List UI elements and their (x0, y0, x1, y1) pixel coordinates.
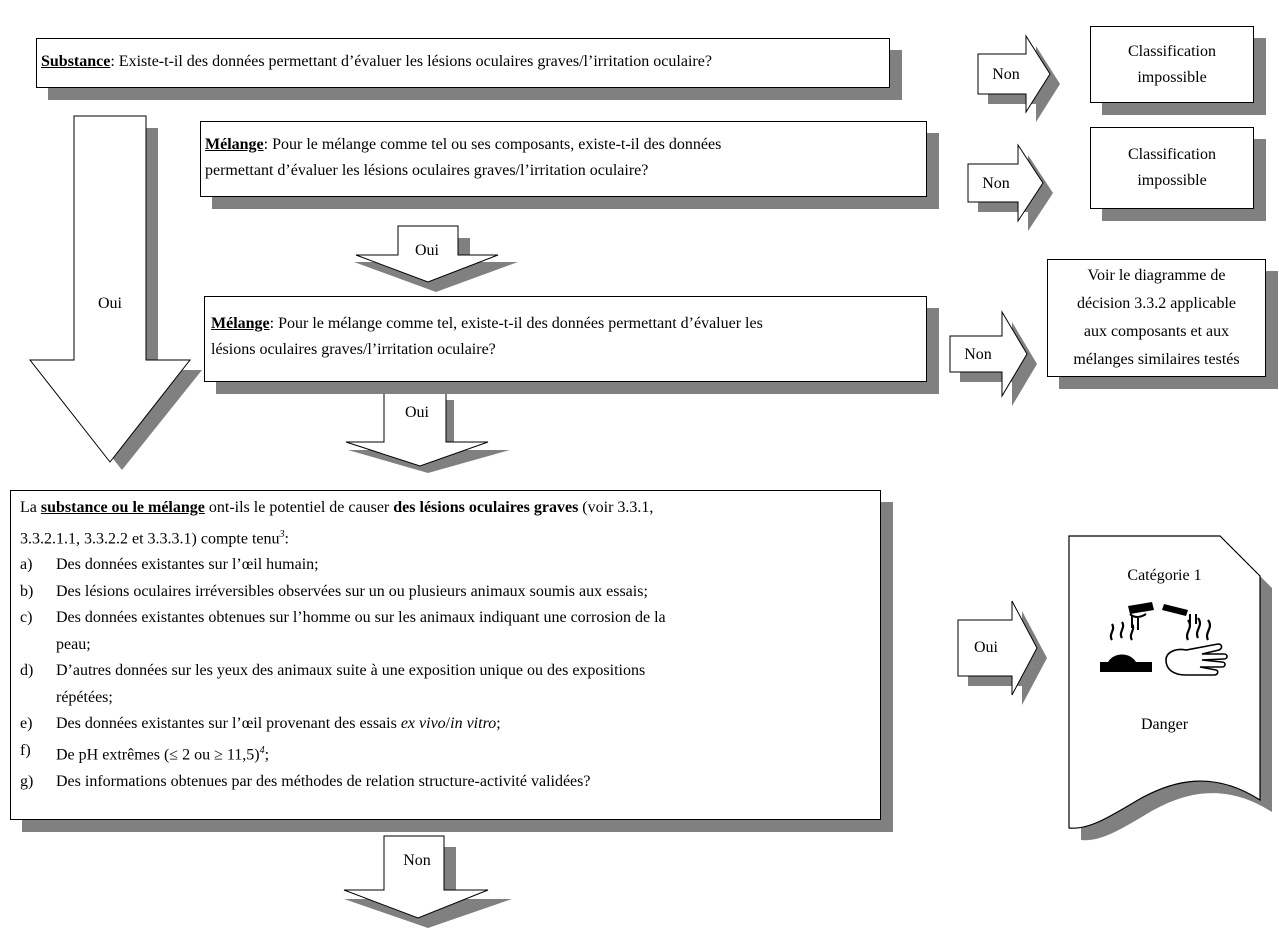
oui-label-1: Oui (415, 242, 439, 259)
footnote-3: 3 (279, 528, 285, 540)
criteria-item-e: e)Des données existantes sur l’œil prove… (20, 715, 501, 733)
oui-label-big: Oui (98, 295, 122, 312)
substance-or-mixture-text: substance ou le mélange (40, 499, 205, 516)
category-title: Catégorie 1 (1127, 567, 1202, 584)
see-diagram-line4: mélanges similaires testés (1073, 351, 1240, 368)
see-diagram-line3: aux composants et aux (1083, 323, 1230, 340)
main-intro-line2: 3.3.2.1.1, 3.3.2.2 et 3.3.3.1) compte te… (20, 528, 289, 547)
non-arrow-1 (977, 34, 1060, 122)
criteria-item-c: c)Des données existantes obtenues sur l’… (20, 609, 666, 653)
mixture-label-1: Mélange (205, 136, 264, 153)
oui-down-arrow-2 (345, 387, 510, 473)
corrosion-icon (1100, 602, 1228, 676)
classification-impossible-2-line1: Classification (1128, 146, 1216, 163)
criteria-item-a: a)Des données existantes sur l’œil humai… (20, 556, 319, 574)
serious-eye-damage-text: des lésions oculaires graves (393, 499, 579, 516)
classification-impossible-box-2: Classification impossible (1090, 127, 1254, 209)
footnote-4: 4 (259, 744, 265, 756)
see-diagram-line2: décision 3.3.2 applicable (1076, 295, 1237, 312)
non-bottom-down-arrow (343, 835, 512, 928)
criteria-item-f: f)De pH extrêmes (≤ 2 ou ≥ 11,5)4; (20, 741, 270, 764)
main-intro-line1: La substance ou le mélange ont-ils le po… (20, 499, 654, 516)
classification-impossible-2-line2: impossible (1137, 172, 1207, 189)
oui-category-arrow (957, 600, 1047, 705)
classification-impossible-1-line1: Classification (1128, 42, 1216, 60)
oui-big-down-arrow (28, 115, 202, 470)
criteria-item-d: d)D’autres données sur les yeux des anim… (20, 662, 646, 706)
substance-question-box: Substance: Existe-t-il des données perme… (36, 38, 890, 88)
mixture-question-1-line2: permettant d’évaluer les lésions oculair… (205, 162, 649, 179)
mixture-question-box-1: Mélange: Pour le mélange comme tel ou se… (200, 121, 927, 197)
classification-impossible-1-line2: impossible (1137, 68, 1207, 86)
mixture-question-1-line1: : Pour le mélange comme tel ou ses compo… (263, 136, 722, 153)
oui-label-2: Oui (405, 404, 429, 421)
oui-down-arrow-1 (354, 225, 518, 292)
main-criteria-box: La substance ou le mélange ont-ils le po… (10, 490, 881, 820)
substance-question-text: : Existe-t-il des données permettant d’é… (110, 53, 712, 70)
mixture-question-2-line1: : Pour le mélange comme tel, existe-t-il… (269, 315, 763, 332)
non-label-bottom: Non (403, 852, 431, 869)
signal-word-danger: Danger (1140, 716, 1189, 733)
substance-label: Substance (41, 53, 111, 70)
mixture-label-2: Mélange (211, 315, 270, 332)
non-label-1: Non (992, 66, 1020, 83)
non-label-2: Non (982, 175, 1010, 192)
non-label-3: Non (964, 346, 992, 363)
see-decision-diagram-box: Voir le diagramme de décision 3.3.2 appl… (1047, 259, 1266, 377)
oui-label-category: Oui (974, 639, 998, 656)
non-arrow-3 (949, 310, 1037, 406)
non-arrow-2 (967, 143, 1053, 231)
mixture-question-2-line2: lésions oculaires graves/l’irritation oc… (211, 341, 496, 358)
criteria-item-b: b)Des lésions oculaires irréversibles ob… (20, 582, 648, 600)
see-diagram-line1: Voir le diagramme de (1087, 267, 1226, 284)
criteria-item-g: g)Des informations obtenues par des méth… (20, 772, 591, 790)
mixture-question-box-2: Mélange: Pour le mélange comme tel, exis… (204, 296, 927, 382)
classification-impossible-box-1: Classification impossible (1090, 26, 1254, 103)
